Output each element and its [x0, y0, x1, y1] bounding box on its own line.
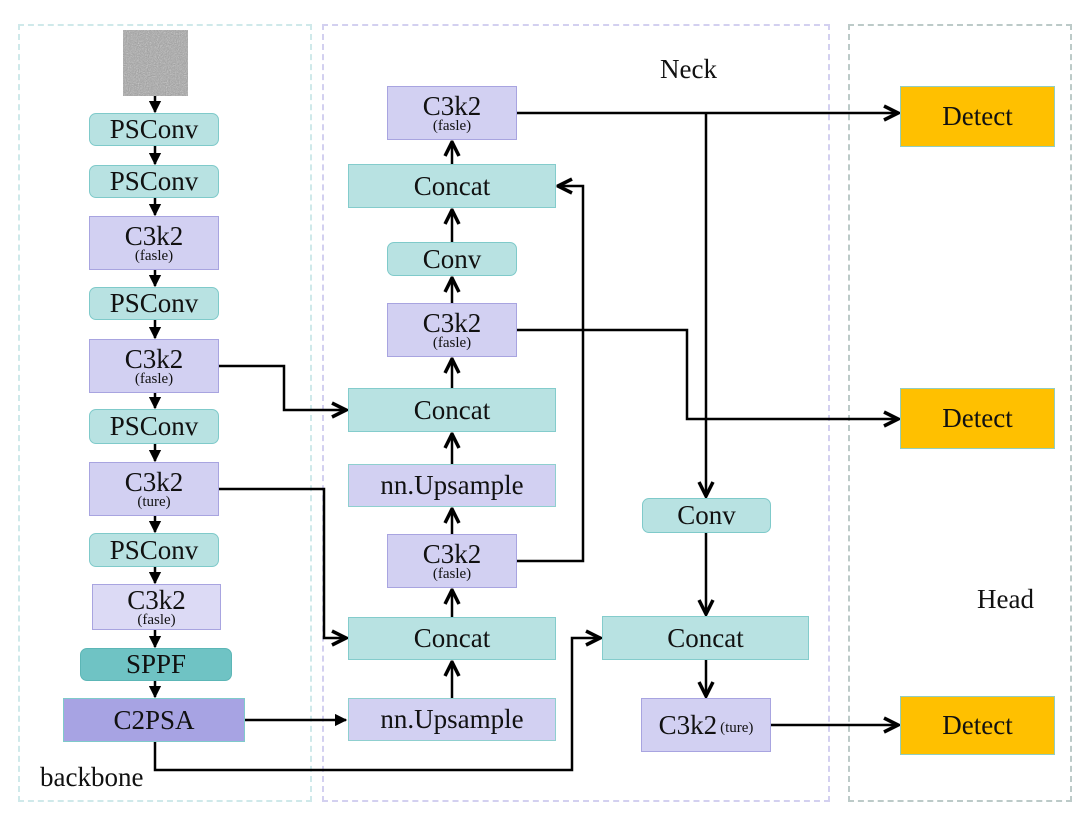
- backbone-c3k2-2: C3k2 (fasle): [89, 339, 219, 393]
- neck-c3k2-mid: C3k2 (fasle): [387, 303, 517, 357]
- backbone-psconv-1: PSConv: [89, 113, 219, 146]
- neck-c3k2-low: C3k2 (fasle): [387, 534, 517, 588]
- node-label: Concat: [667, 622, 744, 653]
- node-label: C3k2: [124, 220, 184, 251]
- node-label: C2PSA: [113, 704, 195, 735]
- node-sublabel: (fasle): [432, 334, 472, 351]
- node-label: Detect: [942, 101, 1013, 131]
- head-detect-1: Detect: [900, 86, 1055, 147]
- node-label: PSConv: [109, 166, 199, 196]
- neck-concat-3: Concat: [348, 617, 556, 660]
- neck-concat-4: Concat: [602, 616, 809, 660]
- node-label: PSConv: [109, 288, 199, 318]
- node-label: Conv: [677, 500, 736, 530]
- neck-concat-1: Concat: [348, 164, 556, 208]
- backbone-psconv-3: PSConv: [89, 287, 219, 320]
- node-label: nn.Upsample: [380, 470, 524, 500]
- neck-c3k2-ture: C3k2 (ture): [641, 698, 771, 752]
- node-label: PSConv: [109, 411, 199, 441]
- node-sublabel: (fasle): [134, 247, 174, 264]
- node-label: Concat: [413, 623, 491, 653]
- backbone-c3k2-4: C3k2 (fasle): [92, 584, 221, 630]
- node-sublabel: (fasle): [134, 370, 174, 387]
- node-sublabel: (ture): [720, 719, 754, 736]
- backbone-c2psa: C2PSA: [63, 698, 245, 742]
- node-label: nn.Upsample: [380, 704, 524, 734]
- node-label: C3k2: [658, 709, 718, 740]
- neck-conv-1: Conv: [387, 242, 517, 276]
- neck-upsample-1: nn.Upsample: [348, 464, 556, 507]
- node-sublabel: (ture): [137, 493, 171, 510]
- backbone-psconv-2: PSConv: [89, 165, 219, 198]
- neck-upsample-2: nn.Upsample: [348, 698, 556, 741]
- backbone-c3k2-1: C3k2 (fasle): [89, 216, 219, 270]
- neck-conv-2: Conv: [642, 498, 771, 533]
- node-label: Concat: [413, 170, 491, 201]
- node-label: Conv: [422, 243, 482, 274]
- backbone-sppf: SPPF: [80, 648, 232, 681]
- node-label: C3k2: [127, 584, 186, 615]
- node-label: Detect: [942, 710, 1013, 740]
- neck-section-label: Neck: [660, 54, 717, 84]
- node-label: C3k2: [422, 307, 482, 338]
- input-image-icon: [123, 30, 188, 96]
- node-sublabel: (fasle): [137, 611, 176, 628]
- node-label: C3k2: [422, 538, 482, 569]
- backbone-panel: [18, 24, 312, 802]
- node-label: SPPF: [125, 649, 187, 679]
- node-label: PSConv: [109, 114, 199, 144]
- neck-c3k2-top: C3k2 (fasle): [387, 86, 517, 140]
- node-label: C3k2: [124, 466, 184, 497]
- node-sublabel: (fasle): [432, 117, 472, 134]
- node-sublabel: (fasle): [432, 565, 472, 582]
- node-label: Detect: [942, 403, 1013, 433]
- node-label: PSConv: [109, 534, 199, 565]
- neck-concat-2: Concat: [348, 388, 556, 432]
- head-detect-3: Detect: [900, 696, 1055, 755]
- backbone-c3k2-3: C3k2 (ture): [89, 462, 219, 516]
- node-label: C3k2: [422, 90, 482, 121]
- head-detect-2: Detect: [900, 388, 1055, 449]
- backbone-psconv-4: PSConv: [89, 409, 219, 444]
- head-section-label: Head: [977, 584, 1034, 614]
- node-label: Concat: [413, 394, 491, 425]
- node-label: C3k2: [124, 343, 184, 374]
- backbone-psconv-5: PSConv: [89, 533, 219, 567]
- backbone-section-label: backbone: [40, 762, 144, 792]
